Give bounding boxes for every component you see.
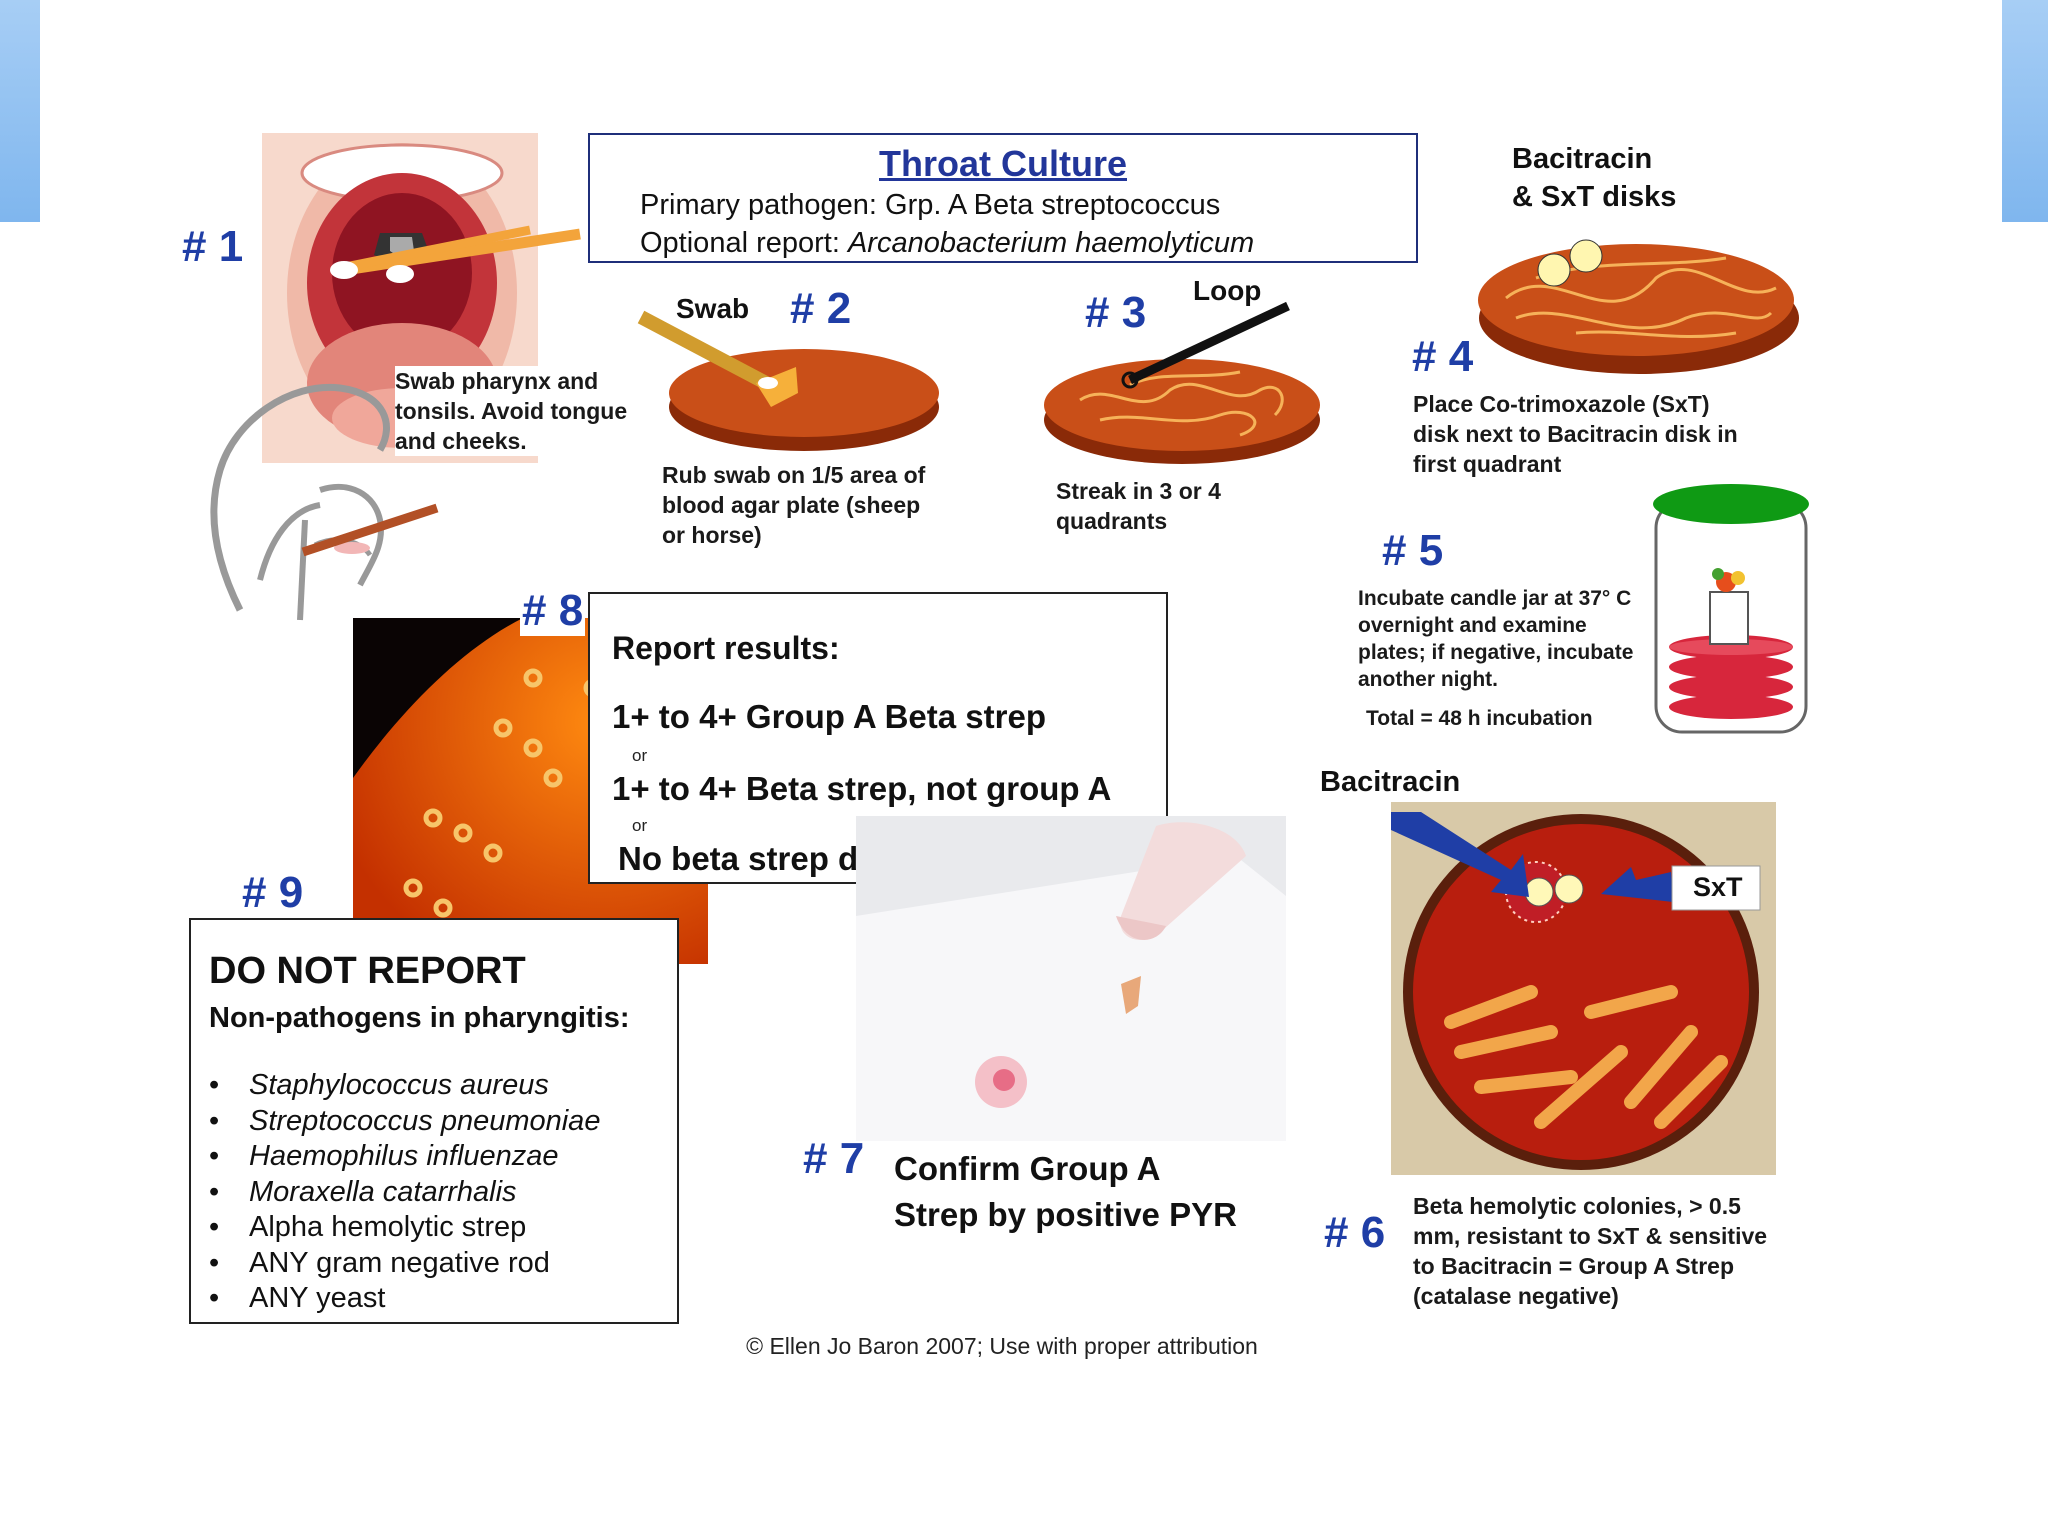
swab-stick-throat	[330, 222, 590, 284]
step-5-caption: Incubate candle jar at 37° C overnight a…	[1358, 585, 1658, 693]
do-not-report-box: DO NOT REPORT Non-pathogens in pharyngit…	[189, 918, 679, 1324]
step-9-number: # 9	[236, 868, 310, 918]
report-or-1: or	[632, 746, 648, 765]
step-7-number: # 7	[803, 1134, 865, 1183]
step-4-caption-line: disk next to Bacitracin disk in	[1413, 421, 1738, 447]
list-item-text: Streptococcus pneumoniae	[249, 1104, 601, 1137]
list-item-text: Haemophilus influenzae	[249, 1140, 559, 1172]
pyr-test-photo	[856, 816, 1286, 1141]
step-2-caption-line: or horse)	[662, 522, 762, 548]
step-5-caption-line: plates; if negative, incubate	[1358, 641, 1634, 664]
do-not-report-subheading: Non-pathogens in pharyngitis:	[209, 1002, 630, 1034]
step-5-caption-line: Incubate candle jar at 37° C	[1358, 587, 1632, 610]
step-1-number: # 1	[182, 222, 244, 271]
step-5-caption-line: another night.	[1358, 668, 1498, 691]
disk-label-line: & SxT disks	[1512, 181, 1677, 213]
candle-jar-icon	[1648, 482, 1818, 742]
list-bullet: •	[209, 1211, 220, 1243]
report-result-2: 1+ to 4+ Beta strep, not group A	[612, 770, 1112, 807]
list-bullet: •	[209, 1282, 220, 1314]
non-pathogen-list: • Staphylococcus aureus • Streptococcus pn…	[209, 1068, 600, 1317]
head-profile-diagram	[200, 370, 450, 630]
step-7-caption-line: Strep by positive PYR	[894, 1196, 1237, 1233]
step-1-caption-line: Swab pharynx and	[395, 368, 599, 394]
bacitracin-sxt-plate-photo	[1391, 802, 1776, 1175]
step-7-caption-line: Confirm Group A	[894, 1150, 1161, 1187]
step-1-caption-line: tonsils. Avoid tongue	[395, 398, 628, 424]
loop-label: Loop	[1193, 275, 1262, 306]
list-item: • Haemophilus influenzae	[209, 1139, 600, 1175]
optional-report-label: Optional report:	[640, 227, 848, 259]
bacitracin-label: Bacitracin	[1320, 766, 1461, 798]
list-item: • Moraxella catarrhalis	[209, 1175, 600, 1211]
list-bullet: •	[209, 1175, 220, 1208]
step-3-caption: Streak in 3 or 4 quadrants	[1056, 476, 1276, 536]
report-or-2: or	[632, 816, 648, 835]
optional-report-organism: Arcanobacterium haemolyticum	[847, 227, 1255, 259]
step-3-caption-line: quadrants	[1056, 508, 1168, 534]
agar-plate-step2	[636, 305, 946, 455]
agar-plate-step4	[1476, 218, 1806, 378]
list-item-text: ANY yeast	[249, 1282, 386, 1314]
agar-plate-step3	[1040, 300, 1340, 470]
left-accent-stripe	[0, 0, 40, 222]
step-6-caption-line: to Bacitracin = Group A Strep	[1413, 1253, 1734, 1279]
step-7-caption: Confirm Group A Strep by positive PYR	[894, 1146, 1237, 1238]
list-item-text: Staphylococcus aureus	[249, 1069, 549, 1101]
step-2-caption: Rub swab on 1/5 area of blood agar plate…	[662, 460, 982, 550]
step-2-number: # 2	[790, 284, 852, 333]
step-3-number: # 3	[1085, 288, 1147, 337]
disk-label: Bacitracin & SxT disks	[1512, 140, 1676, 216]
step-2-caption-line: blood agar plate (sheep	[662, 492, 921, 518]
copyright-footer: © Ellen Jo Baron 2007; Use with proper a…	[746, 1333, 1258, 1359]
list-bullet: •	[209, 1069, 220, 1101]
step-1-caption-line: and cheeks.	[395, 428, 527, 454]
list-bullet: •	[209, 1246, 220, 1279]
step-4-caption: Place Co-trimoxazole (SxT) disk next to …	[1413, 389, 1813, 479]
list-item: • ANY gram negative rod	[209, 1246, 600, 1282]
list-bullet: •	[209, 1104, 220, 1137]
step-4-caption-line: Place Co-trimoxazole (SxT)	[1413, 391, 1710, 417]
list-item-text: Moraxella catarrhalis	[249, 1175, 517, 1208]
step-6-caption-line: Beta hemolytic colonies, > 0.5	[1413, 1193, 1741, 1219]
swab-stick-head	[295, 500, 445, 560]
title-box: Throat Culture Primary pathogen: Grp. A …	[588, 133, 1418, 263]
swab-label: Swab	[676, 293, 750, 324]
step-6-caption-line: mm, resistant to SxT & sensitive	[1413, 1223, 1768, 1249]
step-3-caption-line: Streak in 3 or 4	[1056, 478, 1221, 504]
step-6-number: # 6	[1324, 1208, 1386, 1257]
do-not-report-heading: DO NOT REPORT	[209, 950, 526, 992]
list-item: • Staphylococcus aureus	[209, 1068, 600, 1104]
step-2-caption-line: Rub swab on 1/5 area of	[662, 462, 926, 488]
step-1-caption: Swab pharynx and tonsils. Avoid tongue a…	[395, 366, 655, 456]
step-6-caption-line: (catalase negative)	[1413, 1283, 1619, 1309]
report-result-1: 1+ to 4+ Group A Beta strep	[612, 698, 1046, 735]
report-heading: Report results:	[612, 630, 840, 666]
disk-label-line: Bacitracin	[1512, 143, 1653, 175]
step-5-total: Total = 48 h incubation	[1366, 707, 1593, 730]
step-5-caption-line: overnight and examine	[1358, 614, 1587, 637]
list-item: • Alpha hemolytic strep	[209, 1210, 600, 1246]
list-item: • ANY yeast	[209, 1281, 600, 1317]
sxt-label: SxT	[1693, 872, 1743, 902]
step-5-number: # 5	[1382, 526, 1444, 575]
step-8-number: # 8	[520, 586, 586, 636]
page-title: Throat Culture	[879, 143, 1127, 184]
optional-report-text: Optional report: Arcanobacterium haemoly…	[640, 227, 1254, 260]
right-accent-stripe	[2002, 0, 2048, 222]
primary-pathogen-text: Primary pathogen: Grp. A Beta streptococ…	[640, 189, 1221, 221]
list-bullet: •	[209, 1140, 220, 1172]
step-4-number: # 4	[1412, 332, 1474, 381]
list-item-text: Alpha hemolytic strep	[249, 1211, 527, 1243]
list-item: • Streptococcus pneumoniae	[209, 1104, 600, 1140]
list-item-text: ANY gram negative rod	[249, 1246, 550, 1279]
step-6-caption: Beta hemolytic colonies, > 0.5 mm, resis…	[1413, 1191, 1833, 1311]
step-4-caption-line: first quadrant	[1413, 451, 1562, 477]
